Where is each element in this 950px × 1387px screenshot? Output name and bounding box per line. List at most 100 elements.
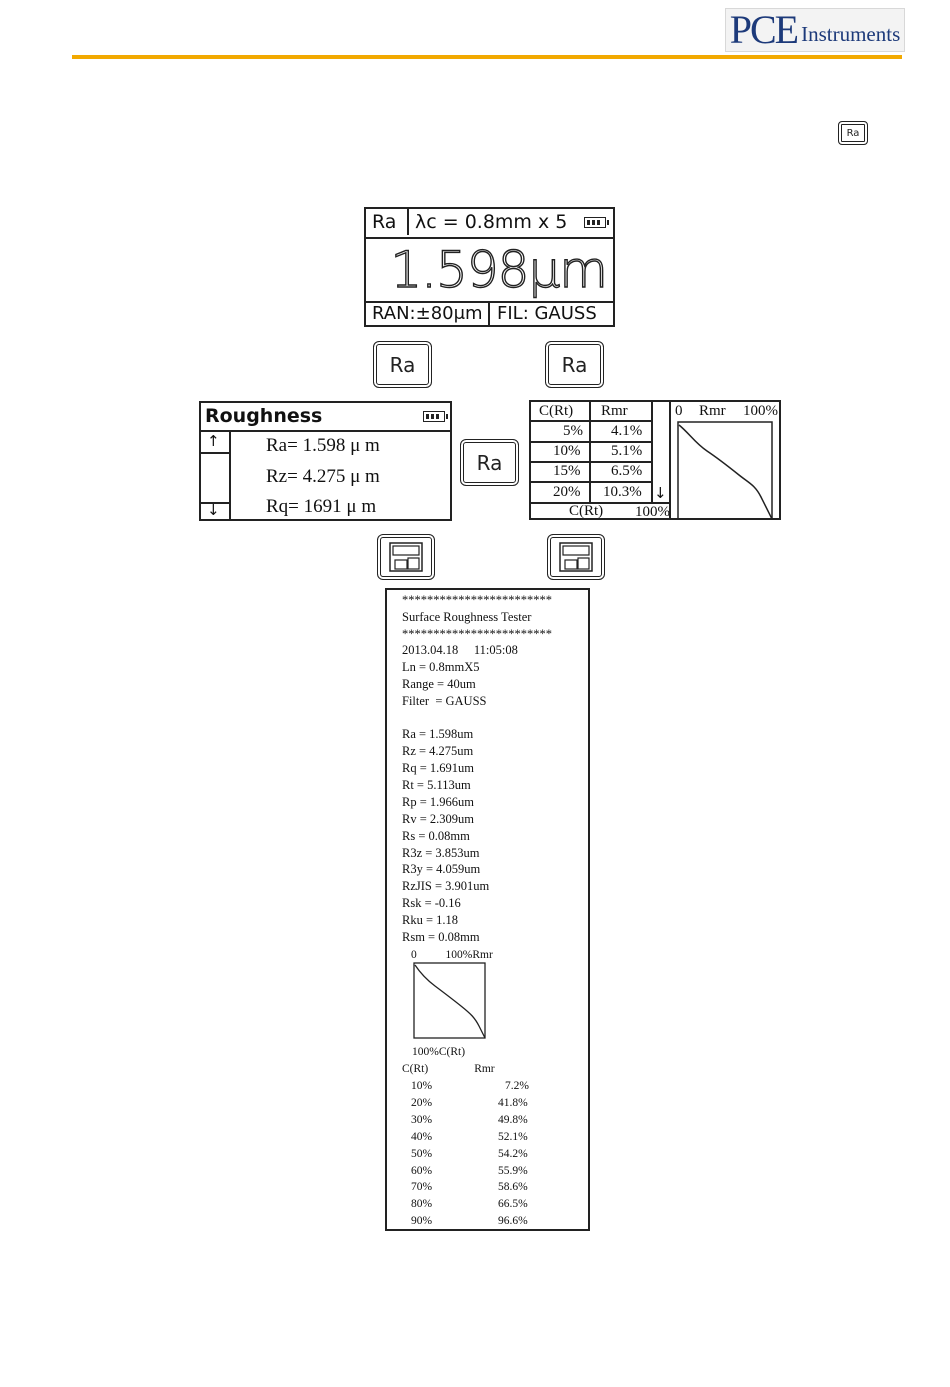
print-table-row: 10%	[411, 1080, 433, 1092]
print-graph-frame	[413, 962, 486, 1039]
print-param: Rt = 5.113um	[402, 778, 471, 792]
print-table-head: C(Rt) Rmr	[402, 1063, 495, 1075]
print-graph-bottom-label: 100%C(Rt)	[412, 1046, 466, 1058]
print-param: Rz = 4.275um	[402, 744, 474, 758]
print-filter: Filter = GAUSS	[402, 694, 487, 708]
print-table-row: 54.2%	[498, 1148, 528, 1160]
bearing-curve	[678, 424, 773, 520]
table-hline-1	[531, 420, 651, 422]
display-filter: FIL: GAUSS	[497, 303, 597, 324]
print-table-row: 41.8%	[498, 1097, 528, 1109]
print-table-row: 49.8%	[498, 1114, 528, 1126]
table-vline-1	[589, 402, 591, 502]
print-param: Rq = 1.691um	[402, 761, 474, 775]
table-row: 15%	[553, 463, 581, 479]
graph-frame	[677, 421, 773, 520]
display-range: RAN:±80μm	[372, 303, 483, 324]
ra-key-right: Ra	[545, 341, 604, 388]
pce-logo: PCE Instruments	[725, 8, 905, 52]
save-icon	[559, 542, 593, 572]
table-row: 6.5%	[611, 463, 643, 479]
print-stars-top: ************************	[402, 593, 552, 607]
roughness-scrollbar: ↑ ↓	[201, 430, 231, 519]
print-table-row: 60%	[411, 1165, 433, 1177]
ra-key-right-label: Ra	[561, 352, 588, 377]
display-header: Ra λc = 0.8mm x 5	[366, 209, 613, 239]
table-vline-3	[669, 402, 671, 518]
ra-key-small-label: Ra	[846, 127, 860, 139]
scroll-up-icon: ↑	[207, 432, 220, 450]
print-range: Range = 40um	[402, 677, 476, 691]
print-table-row: 40%	[411, 1131, 433, 1143]
printout-receipt: ************************ Surface Roughne…	[385, 588, 590, 1231]
print-table-row: 58.6%	[498, 1181, 528, 1193]
display-cutoff: λc = 0.8mm x 5	[415, 211, 568, 233]
table-footer-100: 100%	[635, 504, 670, 520]
print-table-row: 55.9%	[498, 1165, 528, 1177]
roughness-header: Roughness	[201, 403, 450, 432]
scroll-down-icon: ↓	[207, 501, 220, 519]
table-hline-3	[531, 461, 651, 463]
roughness-title: Roughness	[205, 405, 323, 427]
print-table-row: 80%	[411, 1198, 433, 1210]
ra-key-left: Ra	[373, 341, 432, 388]
table-footer-crt: C(Rt)	[569, 503, 604, 519]
print-param: Rp = 1.966um	[402, 795, 474, 809]
logo-main: PCE	[729, 7, 799, 52]
table-hline-5	[531, 502, 669, 504]
print-datetime: 2013.04.18 11:05:08	[402, 643, 518, 657]
graph-100-label: 100%	[743, 403, 778, 419]
roughness-row-rz: Rz= 4.275 μ m	[266, 466, 380, 487]
bearing-ratio-panel: C(Rt) Rmr 5% 4.1% 10% 5.1% 15% 6.5% 20% …	[529, 400, 781, 520]
print-table-row: 52.1%	[498, 1131, 528, 1143]
print-param: RzJIS = 3.901um	[402, 879, 490, 893]
print-ln: Ln = 0.8mmX5	[402, 660, 480, 674]
print-param: R3y = 4.059um	[402, 862, 481, 876]
print-table-row: 66.5%	[498, 1198, 528, 1210]
print-param: Rsk = -0.16	[402, 896, 461, 910]
print-param: Ra = 1.598um	[402, 727, 474, 741]
col-header-rmr: Rmr	[601, 403, 628, 419]
display-footer-divider	[488, 303, 490, 325]
table-row: 4.1%	[611, 423, 643, 439]
display-footer: RAN:±80μm FIL: GAUSS	[366, 301, 613, 327]
print-graph-top-label: 0 100%Rmr	[411, 949, 493, 961]
table-row: 10%	[553, 443, 581, 459]
ra-key-center-label: Ra	[476, 450, 503, 475]
logo-sub: Instruments	[801, 22, 901, 46]
print-title: Surface Roughness Tester	[402, 610, 532, 624]
print-param: R3z = 3.853um	[402, 846, 480, 860]
display-param: Ra	[372, 211, 397, 233]
print-table-row: 50%	[411, 1148, 433, 1160]
ra-key-small-icon: Ra	[838, 121, 868, 145]
table-row: 5%	[563, 423, 583, 439]
print-param: Rs = 0.08mm	[402, 829, 470, 843]
table-row: 10.3%	[603, 484, 642, 500]
roughness-row-ra: Ra= 1.598 μ m	[266, 435, 380, 456]
battery-icon	[584, 217, 609, 228]
table-hline-4	[531, 481, 651, 483]
table-hline-2	[531, 441, 651, 443]
graph-zero-label: 0	[675, 403, 683, 419]
save-key-right	[547, 534, 605, 580]
print-stars-bottom: ************************	[402, 627, 552, 641]
header-rule	[72, 55, 902, 59]
print-bearing-curve	[414, 964, 486, 1039]
print-bearing-graph	[413, 962, 486, 1039]
col-header-crt: C(Rt)	[539, 403, 574, 419]
main-display: Ra λc = 0.8mm x 5 1.598μm RAN:±80μm FIL:…	[364, 207, 615, 327]
display-value: 1.598μm	[390, 240, 609, 299]
print-param: Rsm = 0.08mm	[402, 930, 480, 944]
table-vline-2	[651, 402, 653, 502]
save-icon	[389, 542, 423, 572]
graph-rmr-label: Rmr	[699, 403, 726, 419]
print-table-row: 7.2%	[505, 1080, 529, 1092]
table-row: 20%	[553, 484, 581, 500]
scroll-track	[201, 452, 229, 504]
print-param: Rku = 1.18	[402, 913, 459, 927]
display-divider	[407, 209, 409, 235]
roughness-row-rq: Rq= 1691 μ m	[266, 496, 377, 517]
print-table-row: 70%	[411, 1181, 433, 1193]
table-row: 5.1%	[611, 443, 643, 459]
bearing-curve-graph	[677, 421, 773, 520]
